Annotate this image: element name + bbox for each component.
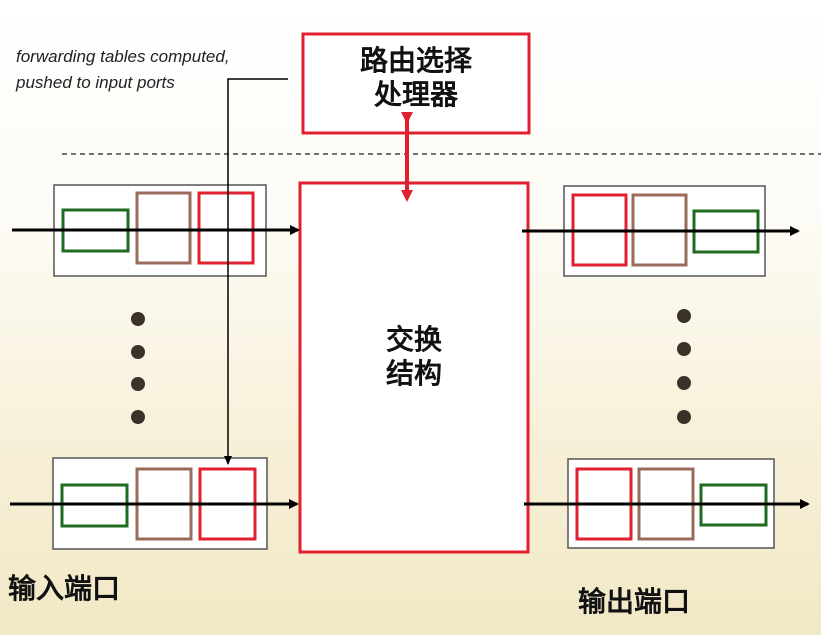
routing-processor-line-1: 路由选择 [359,44,472,77]
note-line-1: forwarding tables computed, [16,47,230,66]
switching-fabric-line-1: 交换 [385,323,442,356]
switching-fabric-line-2: 结构 [385,357,442,390]
note-line-2: pushed to input ports [16,73,175,92]
input-ports-label: 输入端口 [8,572,121,605]
output-ports-label: 输出端口 [578,585,691,618]
switching-fabric-label: 交换 结构 [300,323,528,391]
input-ports-ellipsis [131,312,145,424]
queue-slot-red [197,191,255,265]
output-ports-ellipsis [677,309,691,424]
routing-processor-line-2: 处理器 [373,78,458,111]
queue-slot-brown [135,191,192,265]
routing-processor-label: 路由选择 处理器 [303,44,529,112]
routing-processor-box [301,32,531,135]
switching-fabric-box [298,181,530,554]
forwarding-table-note: forwarding tables computed, pushed to in… [16,44,230,96]
forwarding-table-leader [224,78,288,465]
